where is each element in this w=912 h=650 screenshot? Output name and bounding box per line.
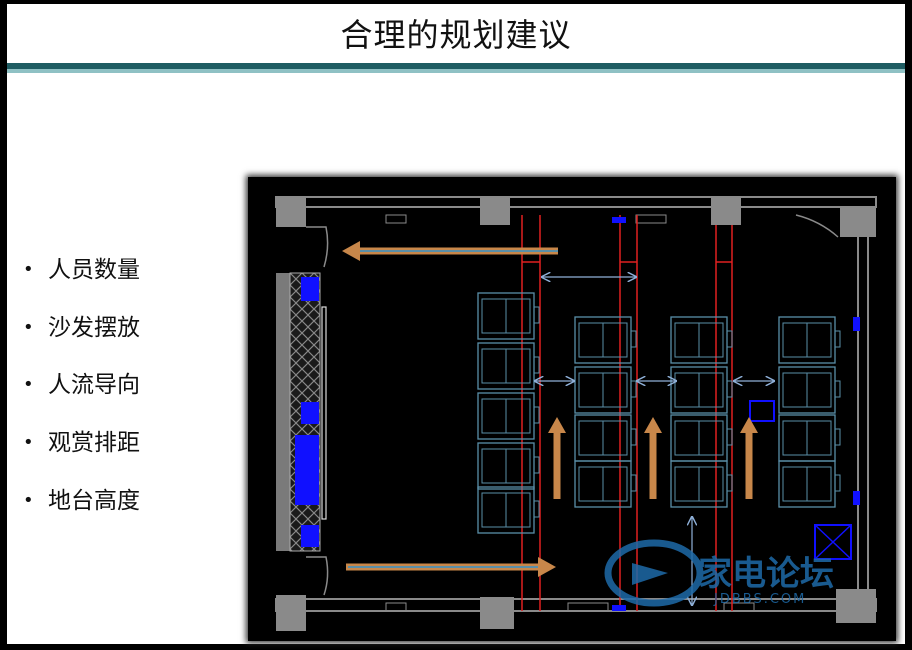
seating-row-3 xyxy=(670,316,733,508)
bullet-marker: • xyxy=(23,259,34,280)
bullet-item: • 沙发摆放 xyxy=(23,314,140,372)
bullet-marker: • xyxy=(23,489,34,511)
seating-row-4 xyxy=(778,316,841,508)
watermark-subtext: JDBBS.COM xyxy=(713,592,806,607)
title-underline xyxy=(7,63,905,69)
bullet-marker: • xyxy=(23,374,34,396)
seating-row-2 xyxy=(574,316,637,508)
speaker-markers xyxy=(612,217,860,611)
bullet-text: 地台高度 xyxy=(48,487,140,514)
bullet-text: 人员数量 xyxy=(48,257,140,283)
screen-wall xyxy=(289,272,327,552)
bullet-text: 沙发摆放 xyxy=(48,314,140,341)
bullet-marker: • xyxy=(23,432,34,454)
watermark-text: 家电论坛 xyxy=(698,554,834,594)
bullet-item: • 人流导向 xyxy=(23,371,140,429)
bullet-text: 人流导向 xyxy=(48,372,140,399)
bullet-list: • 人员数量 • 沙发摆放 • 人流导向 • 观赏排距 • 地台高度 xyxy=(23,256,140,544)
seating-row-1 xyxy=(477,292,540,534)
slide-title: 合理的规划建议 xyxy=(340,16,572,54)
bullet-marker: • xyxy=(23,316,34,338)
bullet-text: 观赏排距 xyxy=(48,430,140,457)
watermark-logo: 家电论坛 JDBBS.COM xyxy=(604,539,834,607)
bullet-item: • 人员数量 xyxy=(23,256,140,314)
title-underline-light xyxy=(7,69,905,73)
people-flow-arrows xyxy=(342,241,758,577)
room-walls xyxy=(275,196,877,631)
bullet-item: • 观赏排距 xyxy=(23,429,140,487)
floor-plan: 家电论坛 JDBBS.COM xyxy=(248,177,896,641)
floor-plan-drawing: 家电论坛 JDBBS.COM xyxy=(275,196,877,631)
bullet-item: • 地台高度 xyxy=(23,487,140,545)
